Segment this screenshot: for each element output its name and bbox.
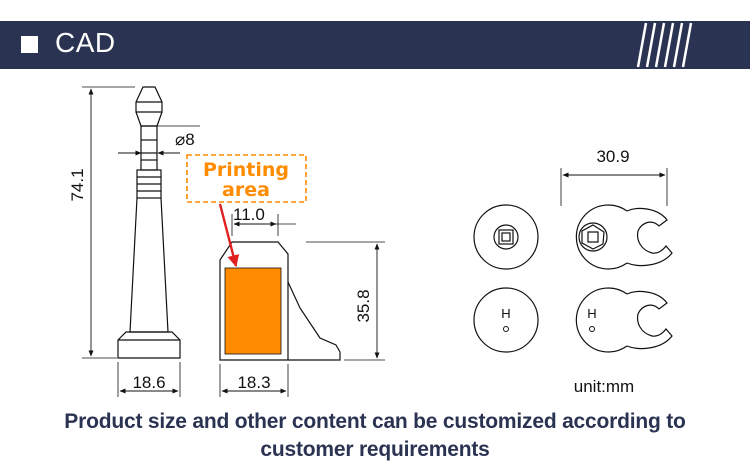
diagonal-stripes-icon xyxy=(636,22,693,68)
top-view-bolt xyxy=(473,204,539,270)
bolt-side-view xyxy=(117,86,181,359)
dim-bolt-base-width: 18.6 xyxy=(132,373,165,392)
lock-body-side-view xyxy=(219,241,341,361)
top-view-bolt-marked xyxy=(473,287,539,353)
section-title: CAD xyxy=(55,27,116,58)
marking-h-left: H xyxy=(501,306,510,321)
callout-line-2: area xyxy=(222,179,270,201)
callout-arrow xyxy=(218,203,240,268)
dim-total-height: 74.1 xyxy=(68,168,87,201)
dim-body-height: 35.8 xyxy=(354,289,373,322)
caption: Product size and other content can be cu… xyxy=(0,408,750,464)
printing-area-fill xyxy=(224,267,282,355)
dim-top-width: 11.0 xyxy=(233,205,265,224)
dim-width: 30.9 xyxy=(596,147,629,166)
unit-label: unit:mm xyxy=(574,377,634,396)
marking-h-right: H xyxy=(587,306,596,321)
caption-line-1: Product size and other content can be cu… xyxy=(64,410,686,433)
top-view-body-marked xyxy=(575,287,673,353)
cad-drawing: Printing area 74.1 ⌀8 11.0 35.8 18.6 18.… xyxy=(68,86,673,397)
dim-body-width: 18.3 xyxy=(237,373,270,392)
square-bullet-icon xyxy=(21,36,38,53)
caption-line-2: customer requirements xyxy=(260,438,490,461)
top-view-body xyxy=(575,204,673,270)
dim-diameter: ⌀8 xyxy=(175,130,195,149)
printing-area-callout-box xyxy=(186,154,307,203)
section-header: CAD xyxy=(0,21,750,69)
callout-line-1: Printing xyxy=(203,159,289,181)
